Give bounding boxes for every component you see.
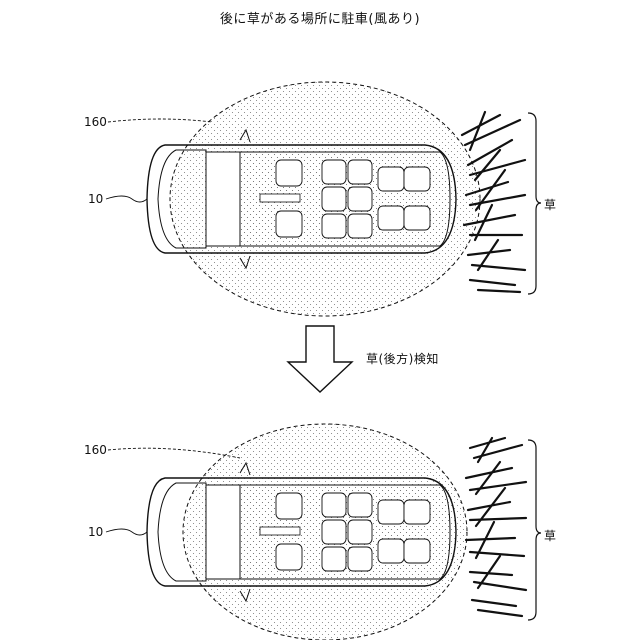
grass-label-2: 草 (544, 527, 556, 544)
area-ref-label-1: 160 (84, 115, 107, 129)
vehicle-ref-label-2: 10 (88, 525, 103, 539)
panel-1 (106, 82, 541, 316)
panel-2 (106, 424, 541, 640)
bracket (528, 113, 541, 294)
leader-10 (106, 196, 147, 202)
bracket (528, 440, 541, 620)
leader-160 (108, 119, 212, 122)
vehicle-ref-label-1: 10 (88, 192, 103, 206)
arrow-label: 草(後方)検知 (366, 350, 439, 367)
leader-10 (106, 529, 147, 535)
down-arrow-icon (288, 326, 352, 392)
grass-label-1: 草 (544, 196, 556, 213)
leader-160 (108, 448, 240, 458)
area-ref-label-2: 160 (84, 443, 107, 457)
grass-clump (466, 438, 526, 616)
